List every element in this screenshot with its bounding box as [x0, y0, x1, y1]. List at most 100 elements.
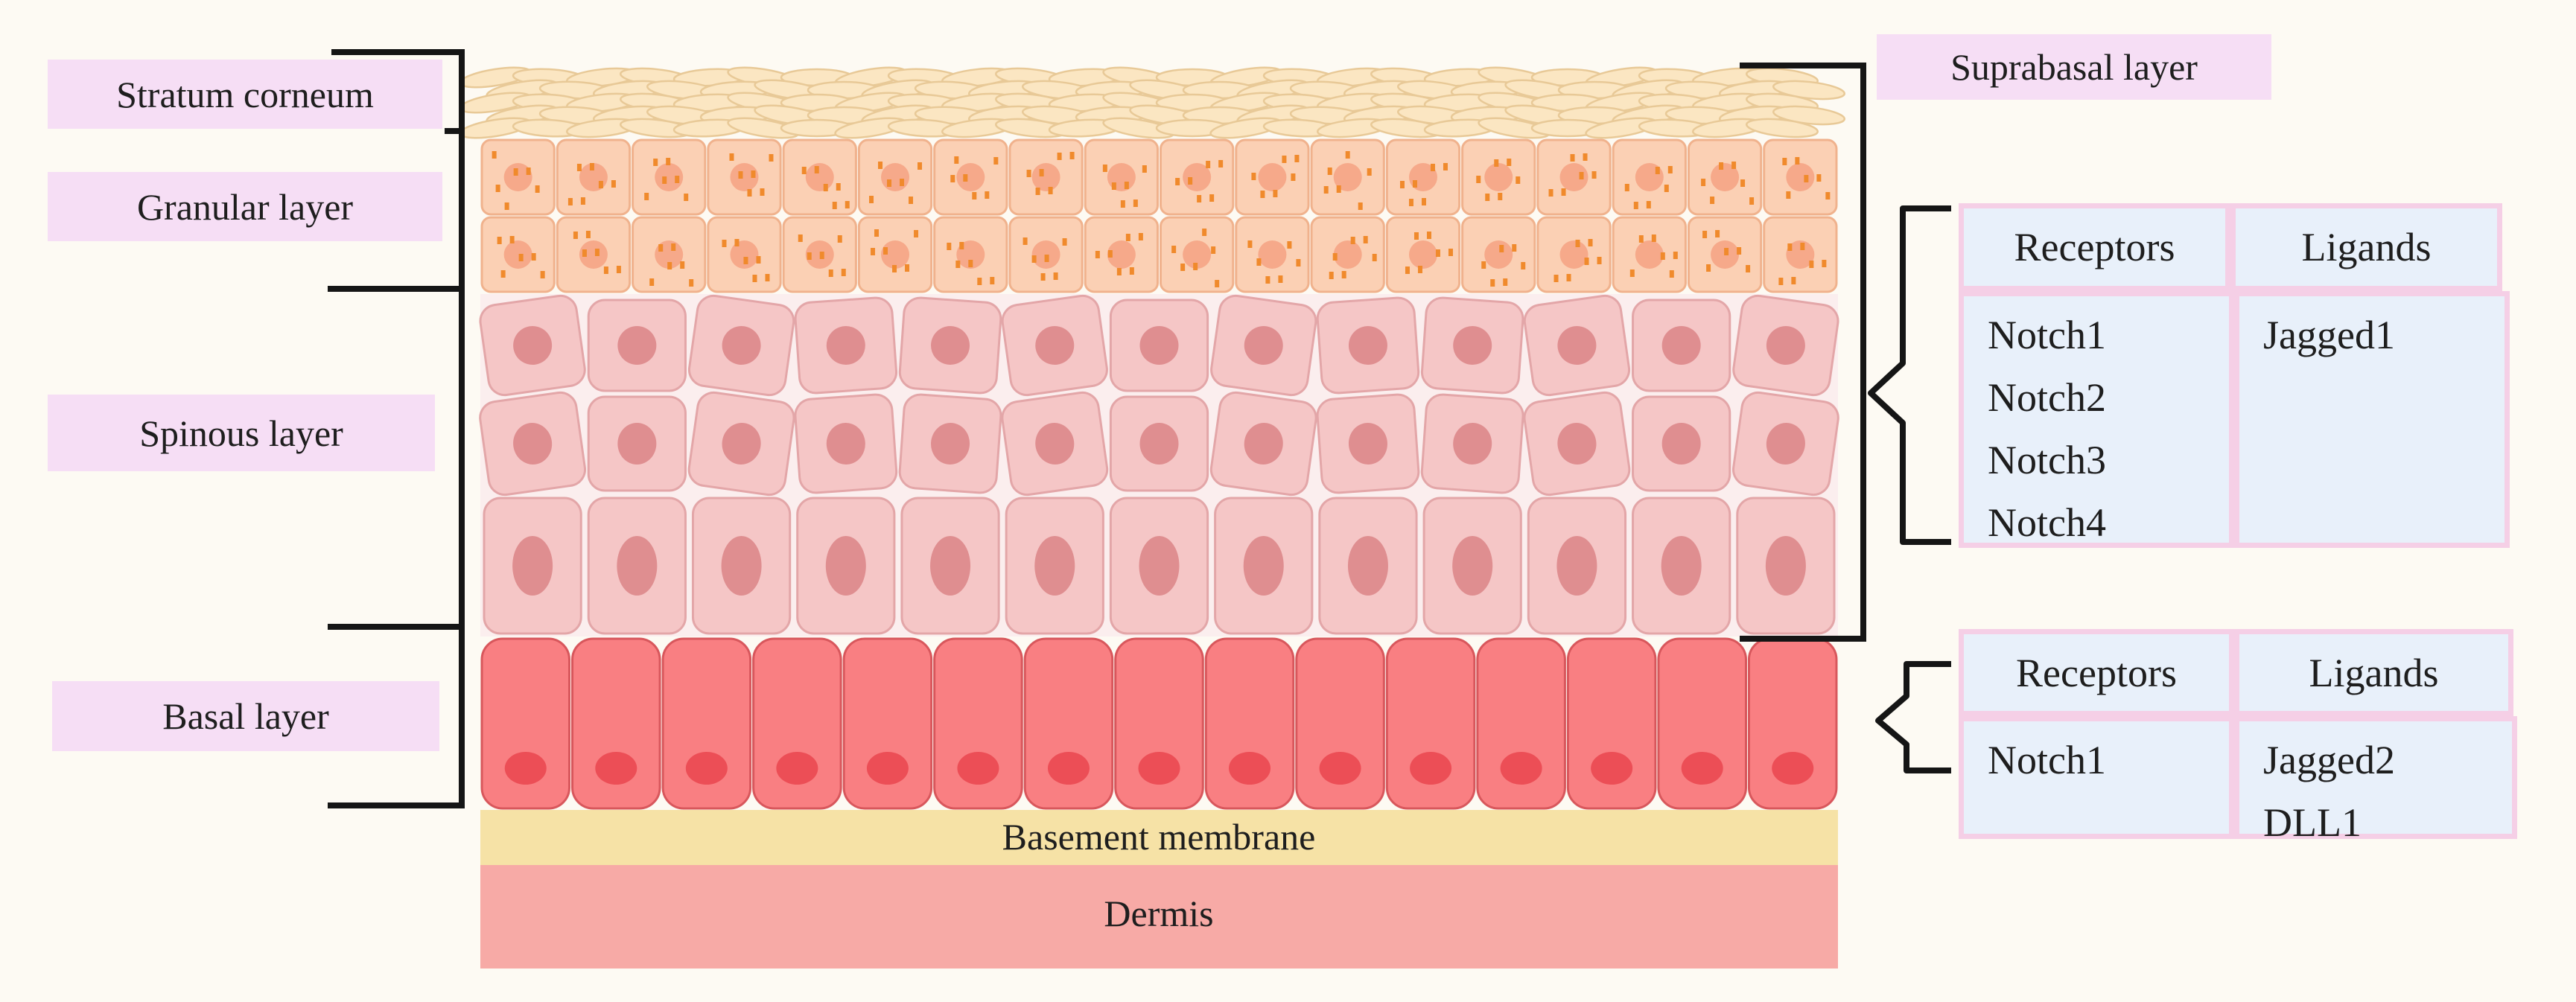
list-item: Notch4	[1988, 500, 2106, 545]
keratohyalin-granule	[513, 168, 518, 176]
keratohyalin-granule	[1664, 185, 1669, 192]
keratohyalin-granule	[658, 244, 664, 252]
keratohyalin-granule	[1367, 168, 1372, 176]
keratohyalin-granule	[1701, 179, 1706, 186]
keratohyalin-granule	[1287, 241, 1292, 249]
basal-cell	[1295, 637, 1385, 810]
dermis-band	[480, 865, 1838, 969]
basal-nucleus	[685, 752, 728, 785]
keratohyalin-granule	[765, 274, 770, 281]
keratohyalin-granule	[1095, 251, 1100, 258]
granular-nucleus	[1183, 240, 1212, 269]
spinous-nucleus	[1556, 536, 1597, 596]
keratohyalin-granule	[1715, 230, 1720, 237]
keratohyalin-granule	[1629, 269, 1635, 277]
keratohyalin-granule	[1120, 200, 1125, 208]
keratohyalin-granule	[1435, 249, 1440, 257]
keratohyalin-granule	[667, 262, 672, 269]
keratohyalin-granule	[878, 162, 883, 169]
keratohyalin-granule	[1624, 184, 1629, 191]
spinous-nucleus	[930, 536, 971, 596]
spinous-nucleus	[617, 326, 657, 365]
keratohyalin-granule	[1363, 236, 1368, 243]
keratohyalin-granule	[1345, 151, 1350, 159]
granular-nucleus	[655, 163, 684, 191]
keratohyalin-granule	[874, 229, 880, 237]
keratohyalin-granule	[1816, 174, 1822, 182]
granular-nucleus	[956, 163, 985, 191]
basal-cell	[1023, 637, 1114, 810]
basal-nucleus	[1047, 752, 1090, 785]
suprabasal-receptors-cell: Notch1 Notch2 Notch3 Notch4	[1959, 291, 2234, 548]
keratohyalin-granule	[611, 180, 616, 188]
granular-nucleus	[1559, 240, 1588, 269]
keratohyalin-granule	[598, 181, 603, 188]
keratohyalin-granule	[1171, 246, 1177, 253]
keratohyalin-granule	[509, 236, 515, 243]
spinous-nucleus	[1765, 536, 1806, 596]
granular-nucleus	[1333, 163, 1362, 191]
basal-nucleus	[1681, 752, 1723, 785]
spinous-nucleus	[826, 423, 865, 465]
keratohyalin-granule	[616, 266, 621, 273]
list-item: Notch2	[1988, 375, 2106, 420]
keratohyalin-granule	[1746, 265, 1751, 272]
keratohyalin-granule	[662, 176, 667, 184]
basal-nucleus	[595, 752, 637, 785]
keratohyalin-granule	[518, 254, 524, 261]
spinous-layer-label: Spinous layer	[48, 395, 435, 471]
bracket-suprabasal	[1740, 63, 1866, 642]
keratohyalin-granule	[1350, 237, 1355, 244]
basal-cell	[1204, 637, 1295, 810]
keratohyalin-granule	[1116, 268, 1122, 275]
keratohyalin-granule	[828, 269, 833, 277]
list-item: Notch3	[1988, 438, 2106, 482]
keratohyalin-granule	[1202, 229, 1207, 236]
granular-nucleus	[503, 240, 532, 269]
spinous-nucleus	[617, 536, 658, 596]
keratohyalin-granule	[914, 230, 919, 237]
keratohyalin-granule	[1719, 162, 1724, 170]
spinous-nucleus	[1244, 326, 1283, 365]
keratohyalin-granule	[950, 175, 955, 182]
granular-layer-label: Granular layer	[48, 172, 442, 241]
keratohyalin-granule	[1822, 260, 1827, 267]
keratohyalin-granule	[909, 197, 914, 204]
spinous-nucleus	[825, 536, 866, 596]
keratohyalin-granule	[1507, 159, 1512, 166]
keratohyalin-granule	[504, 202, 509, 210]
keratohyalin-granule	[492, 151, 497, 159]
keratohyalin-granule	[531, 253, 536, 261]
keratohyalin-granule	[954, 156, 959, 164]
keratohyalin-granule	[580, 197, 585, 205]
keratohyalin-granule	[1336, 185, 1341, 193]
keratohyalin-granule	[1282, 156, 1287, 163]
keratohyalin-granule	[1498, 193, 1503, 200]
corneocyte	[1772, 80, 1846, 100]
keratohyalin-granule	[1053, 272, 1058, 280]
keratohyalin-granule	[582, 249, 587, 257]
keratohyalin-granule	[798, 234, 803, 242]
corneocyte	[1745, 118, 1819, 138]
spinous-nucleus	[1557, 423, 1597, 465]
keratohyalin-granule	[900, 179, 905, 186]
keratohyalin-granule	[653, 159, 658, 166]
basal-nucleus	[957, 752, 999, 785]
keratohyalin-granule	[689, 279, 694, 287]
keratohyalin-granule	[1040, 273, 1046, 281]
keratohyalin-granule	[1553, 275, 1559, 282]
granular-nucleus	[1107, 163, 1136, 191]
spinous-nucleus	[512, 536, 553, 596]
basement-membrane-band	[480, 810, 1838, 865]
keratohyalin-granule	[500, 270, 506, 278]
granular-nucleus	[1107, 240, 1136, 269]
keratohyalin-granule	[1138, 233, 1143, 240]
keratohyalin-granule	[1800, 243, 1805, 250]
basal-ligands-cell: Jagged2 DLL1	[2234, 716, 2517, 845]
basal-cell	[752, 637, 842, 810]
keratohyalin-granule	[1724, 248, 1729, 255]
keratohyalin-granule	[1332, 253, 1338, 261]
spinous-nucleus	[722, 423, 761, 465]
basal-cell	[480, 637, 571, 810]
keratohyalin-granule	[1786, 191, 1791, 199]
